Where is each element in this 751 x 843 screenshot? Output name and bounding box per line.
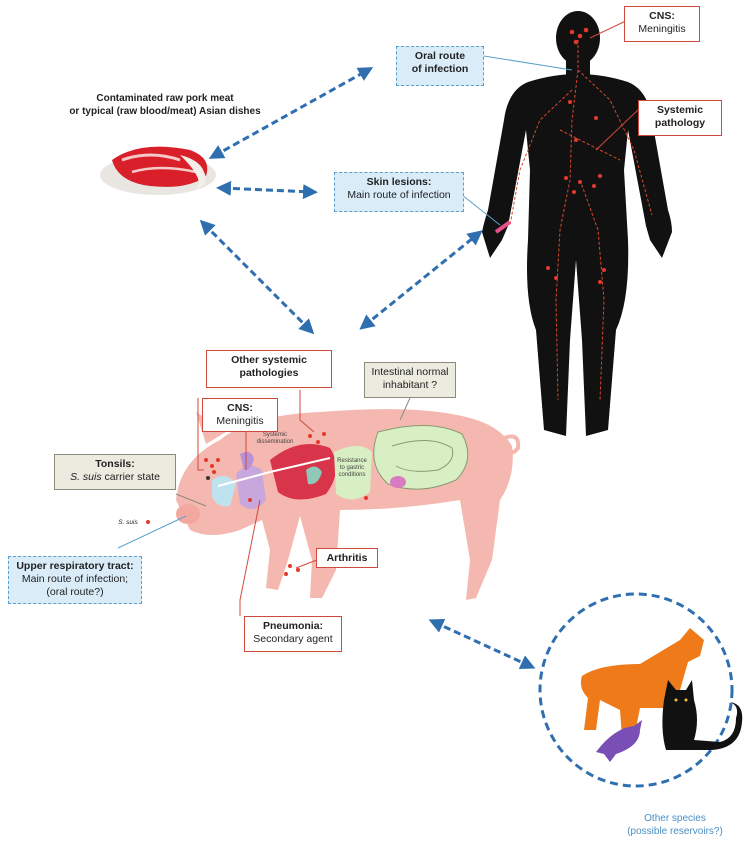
systemic-dissemination-line1: Systemic bbox=[252, 432, 298, 439]
skin-lesions-box: Skin lesions: Main route of infection bbox=[334, 172, 464, 212]
pneumonia-text: Secondary agent bbox=[253, 633, 332, 645]
upper-respiratory-title: Upper respiratory tract: bbox=[14, 560, 136, 573]
pneumonia-box: Pneumonia: Secondary agent bbox=[244, 616, 342, 652]
tonsils-title: Tonsils: bbox=[60, 458, 170, 471]
human-systemic-box: Systemic pathology bbox=[638, 100, 722, 136]
intestinal-box: Intestinal normal inhabitant ? bbox=[364, 362, 456, 398]
tonsils-desc: carrier state bbox=[102, 471, 160, 483]
pig-other-systemic-box: Other systemic pathologies bbox=[206, 350, 332, 388]
intestinal-line1: Intestinal normal bbox=[371, 366, 448, 378]
arrow-meat-skin bbox=[222, 188, 312, 192]
pig-other-systemic-line1: Other systemic bbox=[212, 354, 326, 367]
upper-respiratory-line2: (oral route?) bbox=[14, 586, 136, 599]
meat-caption: Contaminated raw pork meat or typical (r… bbox=[40, 92, 290, 118]
raw-meat-image bbox=[100, 147, 216, 195]
upper-respiratory-box: Upper respiratory tract: Main route of i… bbox=[8, 556, 142, 604]
other-species-line2: (possible reservoirs?) bbox=[600, 825, 750, 838]
human-systemic-line2: pathology bbox=[644, 117, 716, 130]
arthritis-box: Arthritis bbox=[316, 548, 378, 568]
human-systemic-line1: Systemic bbox=[644, 104, 716, 117]
gastric-line3: conditions bbox=[330, 472, 374, 479]
human-cns-box: CNS: Meningitis bbox=[624, 6, 700, 42]
pig-cns-box: CNS: Meningitis bbox=[202, 398, 278, 432]
arthritis-title: Arthritis bbox=[322, 552, 372, 565]
human-cns-title: CNS: bbox=[630, 10, 694, 23]
tonsils-box: Tonsils: S. suis carrier state bbox=[54, 454, 176, 490]
gastric-label: Resistance to gastric conditions bbox=[330, 458, 374, 479]
upper-respiratory-line1: Main route of infection; bbox=[14, 573, 136, 586]
meat-caption-line2: or typical (raw blood/meat) Asian dishes bbox=[40, 105, 290, 118]
s-suis-label: S. suis bbox=[108, 516, 148, 529]
cat-silhouette bbox=[662, 680, 742, 750]
meat-caption-line1: Contaminated raw pork meat bbox=[40, 92, 290, 105]
other-species-line1: Other species bbox=[600, 812, 750, 825]
bird-silhouette bbox=[596, 720, 642, 762]
intestinal-line2: inhabitant ? bbox=[383, 379, 437, 391]
arrow-pig-human bbox=[364, 234, 478, 326]
pig-other-systemic-line2: pathologies bbox=[212, 367, 326, 380]
oral-route-box: Oral route of infection bbox=[396, 46, 484, 86]
gastric-line2: to gastric bbox=[330, 465, 374, 472]
human-cns-text: Meningitis bbox=[638, 23, 685, 35]
systemic-dissemination-line2: dissemination bbox=[252, 439, 298, 446]
arrow-pig-others bbox=[434, 622, 530, 666]
other-species-caption: Other species (possible reservoirs?) bbox=[600, 812, 750, 838]
pig-cns-text: Meningitis bbox=[216, 415, 263, 427]
pig-cns-title: CNS: bbox=[208, 402, 272, 415]
oral-route-line1: Oral route bbox=[402, 50, 478, 63]
arrow-meat-pig bbox=[204, 224, 310, 330]
skin-lesions-title: Skin lesions: bbox=[340, 176, 458, 189]
oral-route-line2: of infection bbox=[402, 63, 478, 76]
tonsils-text: S. suis carrier state bbox=[70, 471, 160, 483]
tonsils-species: S. suis bbox=[70, 471, 102, 483]
pneumonia-title: Pneumonia: bbox=[250, 620, 336, 633]
skin-lesions-text: Main route of infection bbox=[347, 189, 450, 201]
gastric-line1: Resistance bbox=[330, 458, 374, 465]
systemic-dissemination-label: Systemic dissemination bbox=[252, 432, 298, 446]
